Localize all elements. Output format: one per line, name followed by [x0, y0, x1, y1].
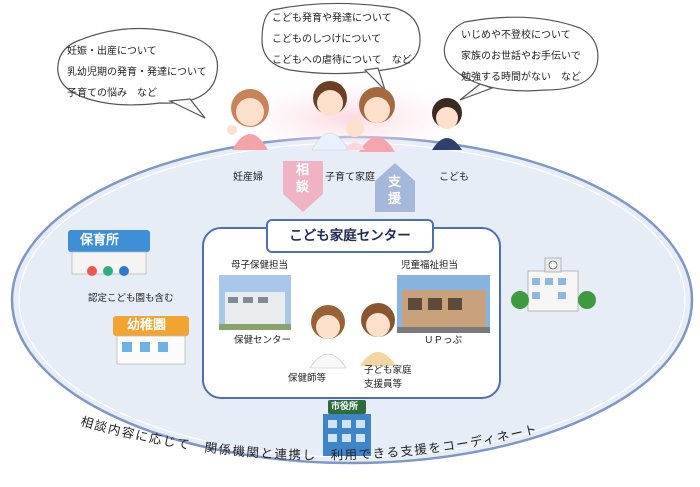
bubble-middle-text: こども発育や発達について こどものしつけについて こどもへの虐待について など — [272, 8, 412, 71]
family-glow — [230, 80, 470, 156]
bubble-left — [57, 27, 219, 119]
nurse-label: 保健師等 — [288, 373, 327, 384]
up-center-label: ＵＰっぷ — [424, 335, 463, 346]
support-arrow — [375, 163, 415, 212]
supporter-label-line-2: 支援員等 — [364, 379, 403, 390]
nintei-note: 認定こども園も含む — [88, 293, 174, 304]
pregnant-woman-figure — [227, 89, 269, 150]
nursery-building — [68, 230, 150, 276]
child-figure — [432, 98, 462, 150]
bubble-right-line-1: いじめや不登校について — [461, 30, 571, 41]
city-hall-sign: 市役所 — [331, 402, 359, 412]
consult-char-2: 談 — [296, 180, 310, 195]
label-pregnant: 妊産婦 — [233, 172, 263, 183]
label-child: こども — [439, 172, 469, 183]
up-center-photo — [397, 275, 490, 333]
nursery-sign: 保育所 — [80, 233, 120, 248]
bubble-right-line-3: 勉強する時間がない など — [461, 72, 581, 83]
support-arrow-label: 支 援 — [388, 174, 401, 208]
supporter-figure — [360, 303, 396, 366]
bubble-right-line-2: 家族のお世話やお手伝いで — [461, 51, 581, 62]
bubble-right — [443, 16, 599, 101]
health-center-photo — [219, 275, 291, 330]
nurse-figure — [309, 305, 347, 369]
kindergarten-sign: 幼稚園 — [127, 318, 167, 333]
supporter-label-line-1: 子ども家庭 — [364, 365, 412, 376]
consult-arrow-label: 相 談 — [296, 162, 309, 196]
maternal-health-label: 母子保健担当 — [231, 260, 289, 271]
consult-arrow — [283, 161, 323, 212]
kindergarten-building — [113, 316, 189, 365]
consult-char-1: 相 — [296, 163, 310, 178]
bubble-right-text: いじめや不登校について 家族のお世話やお手伝いで 勉強する時間がない など — [461, 25, 581, 88]
health-center-label: 保健センター — [234, 335, 292, 346]
bubble-middle-line-2: こどものしつけについて — [272, 34, 382, 45]
bubble-middle-line-3: こどもへの虐待について など — [272, 55, 412, 66]
support-char-1: 支 — [388, 175, 402, 190]
bubble-middle — [261, 2, 421, 91]
bubble-left-line-3: 子育ての悩み など — [67, 88, 157, 99]
bubble-left-line-2: 乳幼児期の発育・発達について — [67, 67, 207, 78]
center-title: こども家庭センター — [266, 219, 434, 253]
school-building — [511, 257, 596, 312]
bubble-left-line-1: 妊娠・出産について — [67, 46, 157, 57]
support-char-2: 援 — [388, 192, 402, 207]
supporter-label: 子ども家庭 支援員等 — [364, 364, 412, 392]
child-welfare-label: 児童福祉担当 — [401, 260, 459, 271]
bubble-left-text: 妊娠・出産について 乳幼児期の発育・発達について 子育ての悩み など — [67, 41, 207, 104]
family-figure — [311, 81, 395, 152]
label-family: 子育て家庭 — [325, 172, 375, 183]
city-hall-building — [323, 400, 371, 456]
bubble-middle-line-1: こども発育や発達について — [272, 13, 392, 24]
